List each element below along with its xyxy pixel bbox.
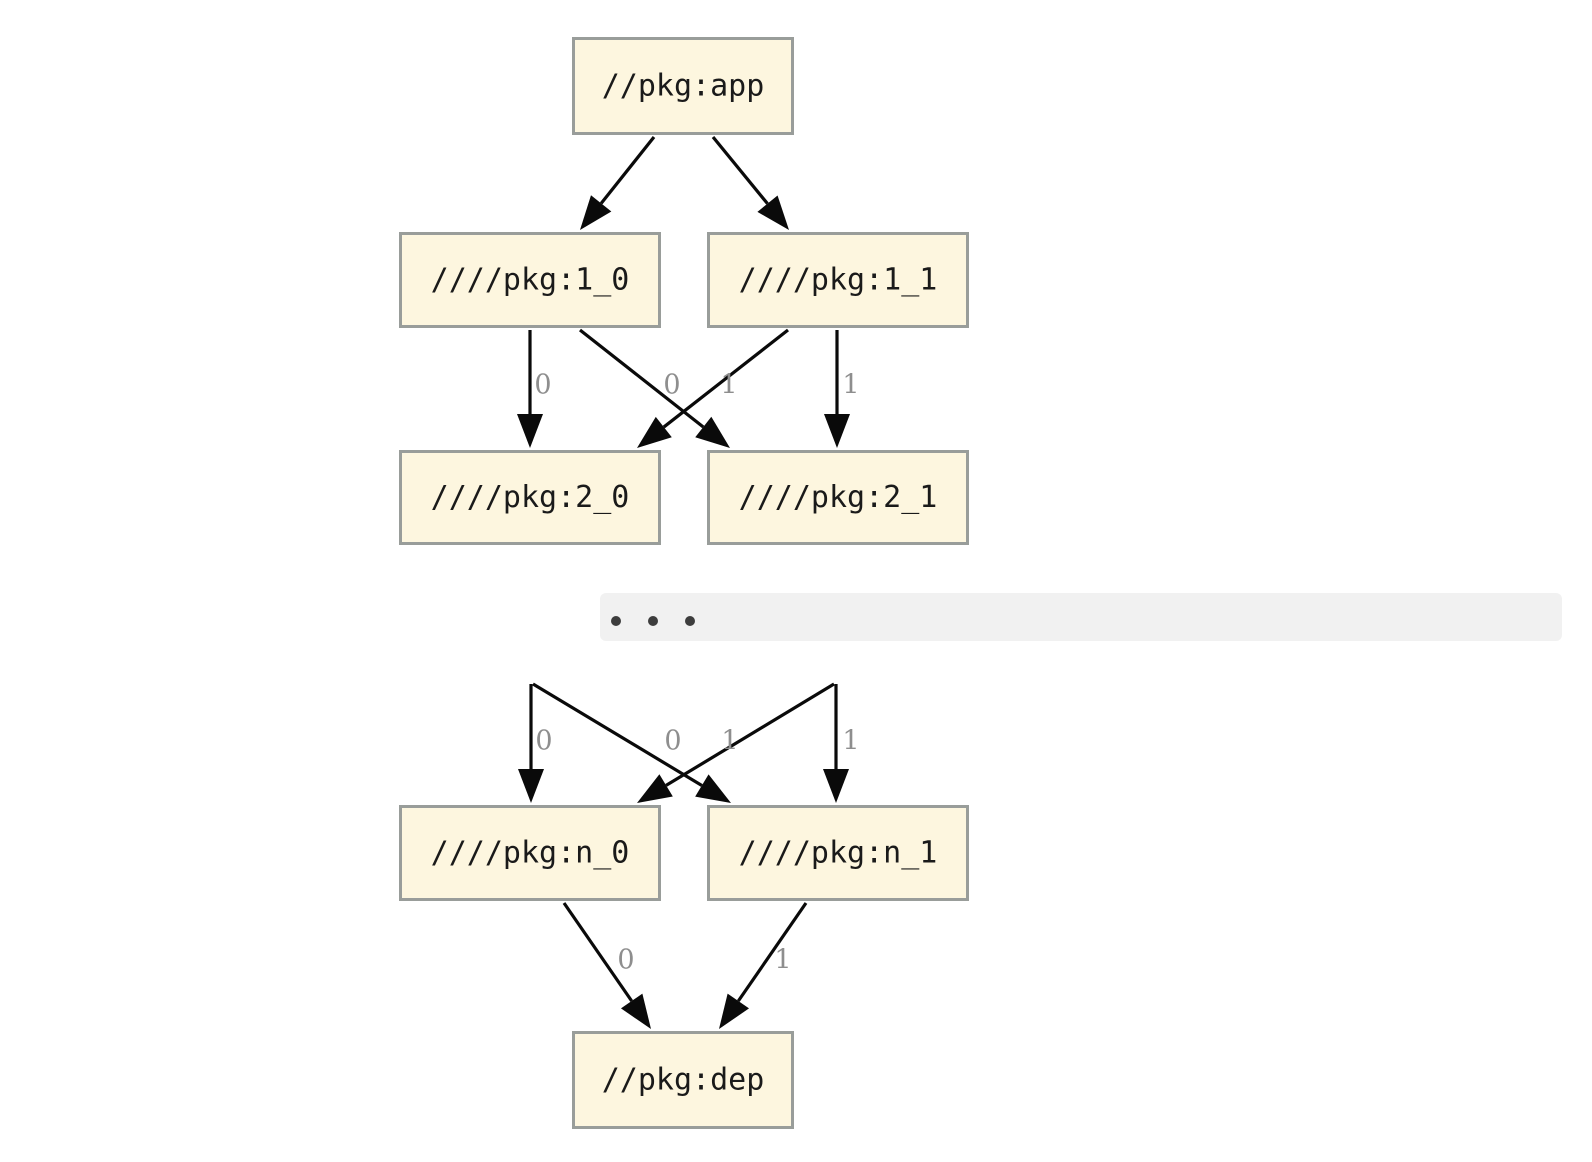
node-label: ////pkg:2_1 xyxy=(739,480,938,515)
node-box[interactable] xyxy=(572,37,794,135)
graph-edge: 1 xyxy=(823,684,860,803)
edge-label: 1 xyxy=(842,370,859,401)
edge-arrowhead xyxy=(580,195,612,230)
ellipsis-dot xyxy=(685,616,695,626)
edge-arrowhead xyxy=(695,416,730,448)
edge-line xyxy=(665,682,835,787)
edge-arrowhead xyxy=(823,769,849,803)
graph-node-nn_1[interactable]: ////pkg:n_1 xyxy=(707,805,969,901)
edge-line xyxy=(737,902,808,1002)
edge-arrowhead xyxy=(517,414,543,448)
graph-edge: 1 xyxy=(824,330,860,448)
edge-line xyxy=(562,902,633,1002)
edge-arrowhead xyxy=(824,414,850,448)
node-label: ////pkg:1_1 xyxy=(739,263,938,298)
edge-label: 0 xyxy=(663,370,680,401)
edge-label: 1 xyxy=(842,726,859,757)
edge-arrowhead xyxy=(620,993,651,1029)
edge-line xyxy=(599,136,656,205)
edge-label: 1 xyxy=(720,370,737,401)
node-label: ////pkg:n_0 xyxy=(431,836,630,871)
ellipsis-dot xyxy=(611,616,621,626)
graph-node-n1_0[interactable]: ////pkg:1_0 xyxy=(399,232,661,328)
graph-node-n2_0[interactable]: ////pkg:2_0 xyxy=(399,450,661,545)
graph-edge xyxy=(711,135,789,230)
node-label: ////pkg:1_0 xyxy=(431,263,630,298)
graph-edge: 1 xyxy=(637,328,789,448)
edges-layer: 0 0 1 1 0 0 1 1 0 1 xyxy=(517,135,860,1029)
ellipsis-dot xyxy=(648,616,658,626)
edge-label: 1 xyxy=(774,945,791,976)
edge-line xyxy=(532,682,703,787)
truncation-band xyxy=(600,593,1562,641)
edge-label: 0 xyxy=(617,945,634,976)
node-label: //pkg:dep xyxy=(602,1063,765,1098)
node-box[interactable] xyxy=(707,232,969,328)
graph-edge: 0 xyxy=(532,682,731,803)
graph-edge xyxy=(580,136,656,230)
edge-label: 0 xyxy=(535,726,552,757)
separator-layer xyxy=(600,593,1562,641)
edge-arrowhead xyxy=(518,769,544,803)
graph-edge: 0 xyxy=(517,330,552,448)
graph-edge: 0 xyxy=(518,684,553,803)
edge-arrowhead xyxy=(637,774,673,803)
graph-node-n2_1[interactable]: ////pkg:2_1 xyxy=(707,450,969,545)
edge-label: 0 xyxy=(534,370,551,401)
edge-line xyxy=(711,135,769,205)
edge-arrowhead xyxy=(637,416,672,448)
graph-node-dep[interactable]: //pkg:dep xyxy=(572,1031,794,1129)
node-box[interactable] xyxy=(707,805,969,901)
graph-node-n1_1[interactable]: ////pkg:1_1 xyxy=(707,232,969,328)
edge-label: 0 xyxy=(664,726,681,757)
nodes-layer: //pkg:app ////pkg:1_0 ////pkg:1_1 ////pkg:2… xyxy=(399,37,969,1129)
graph-edge: 1 xyxy=(637,682,835,803)
graph-edge: 0 xyxy=(562,902,651,1029)
node-box[interactable] xyxy=(707,450,969,545)
edge-label: 1 xyxy=(721,726,738,757)
edge-arrowhead xyxy=(695,774,731,803)
node-box[interactable] xyxy=(572,1031,794,1129)
edge-arrowhead xyxy=(757,195,789,230)
node-box[interactable] xyxy=(399,805,661,901)
graph-node-app[interactable]: //pkg:app xyxy=(572,37,794,135)
node-label: ////pkg:n_1 xyxy=(739,836,938,871)
node-label: ////pkg:2_0 xyxy=(431,480,630,515)
edge-arrowhead xyxy=(719,993,750,1029)
graph-node-nn_0[interactable]: ////pkg:n_0 xyxy=(399,805,661,901)
node-label: //pkg:app xyxy=(602,69,765,104)
graph-edge: 1 xyxy=(719,902,808,1029)
edge-line xyxy=(662,328,789,429)
node-box[interactable] xyxy=(399,232,661,328)
node-box[interactable] xyxy=(399,450,661,545)
